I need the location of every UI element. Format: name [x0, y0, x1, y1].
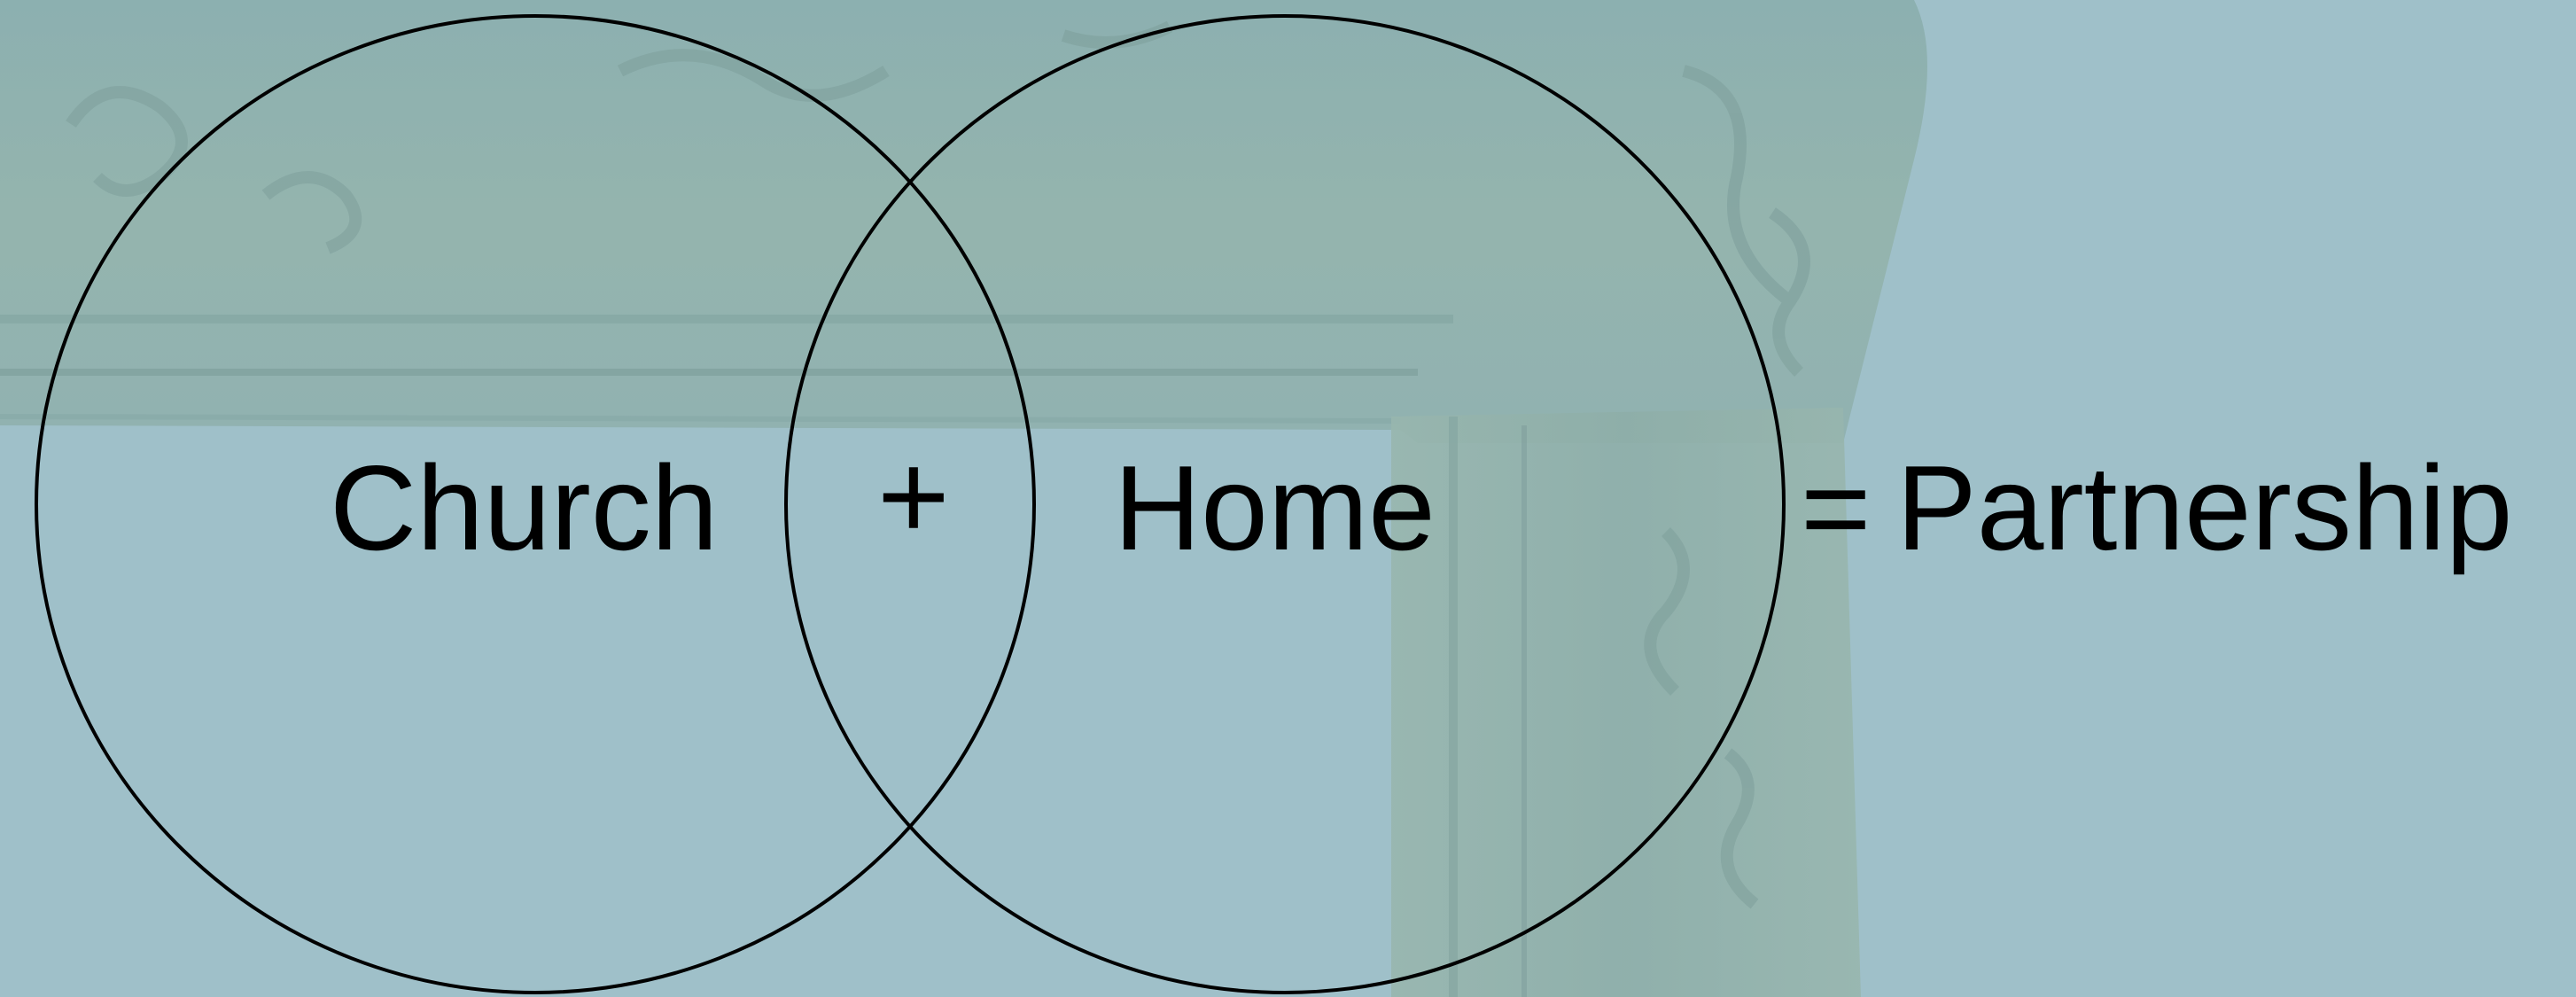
home-label: Home — [1114, 448, 1436, 568]
equals-sign: = — [1801, 448, 1871, 568]
church-label: Church — [330, 448, 718, 568]
plus-sign: + — [877, 434, 950, 558]
partnership-label: Partnership — [1896, 448, 2512, 568]
